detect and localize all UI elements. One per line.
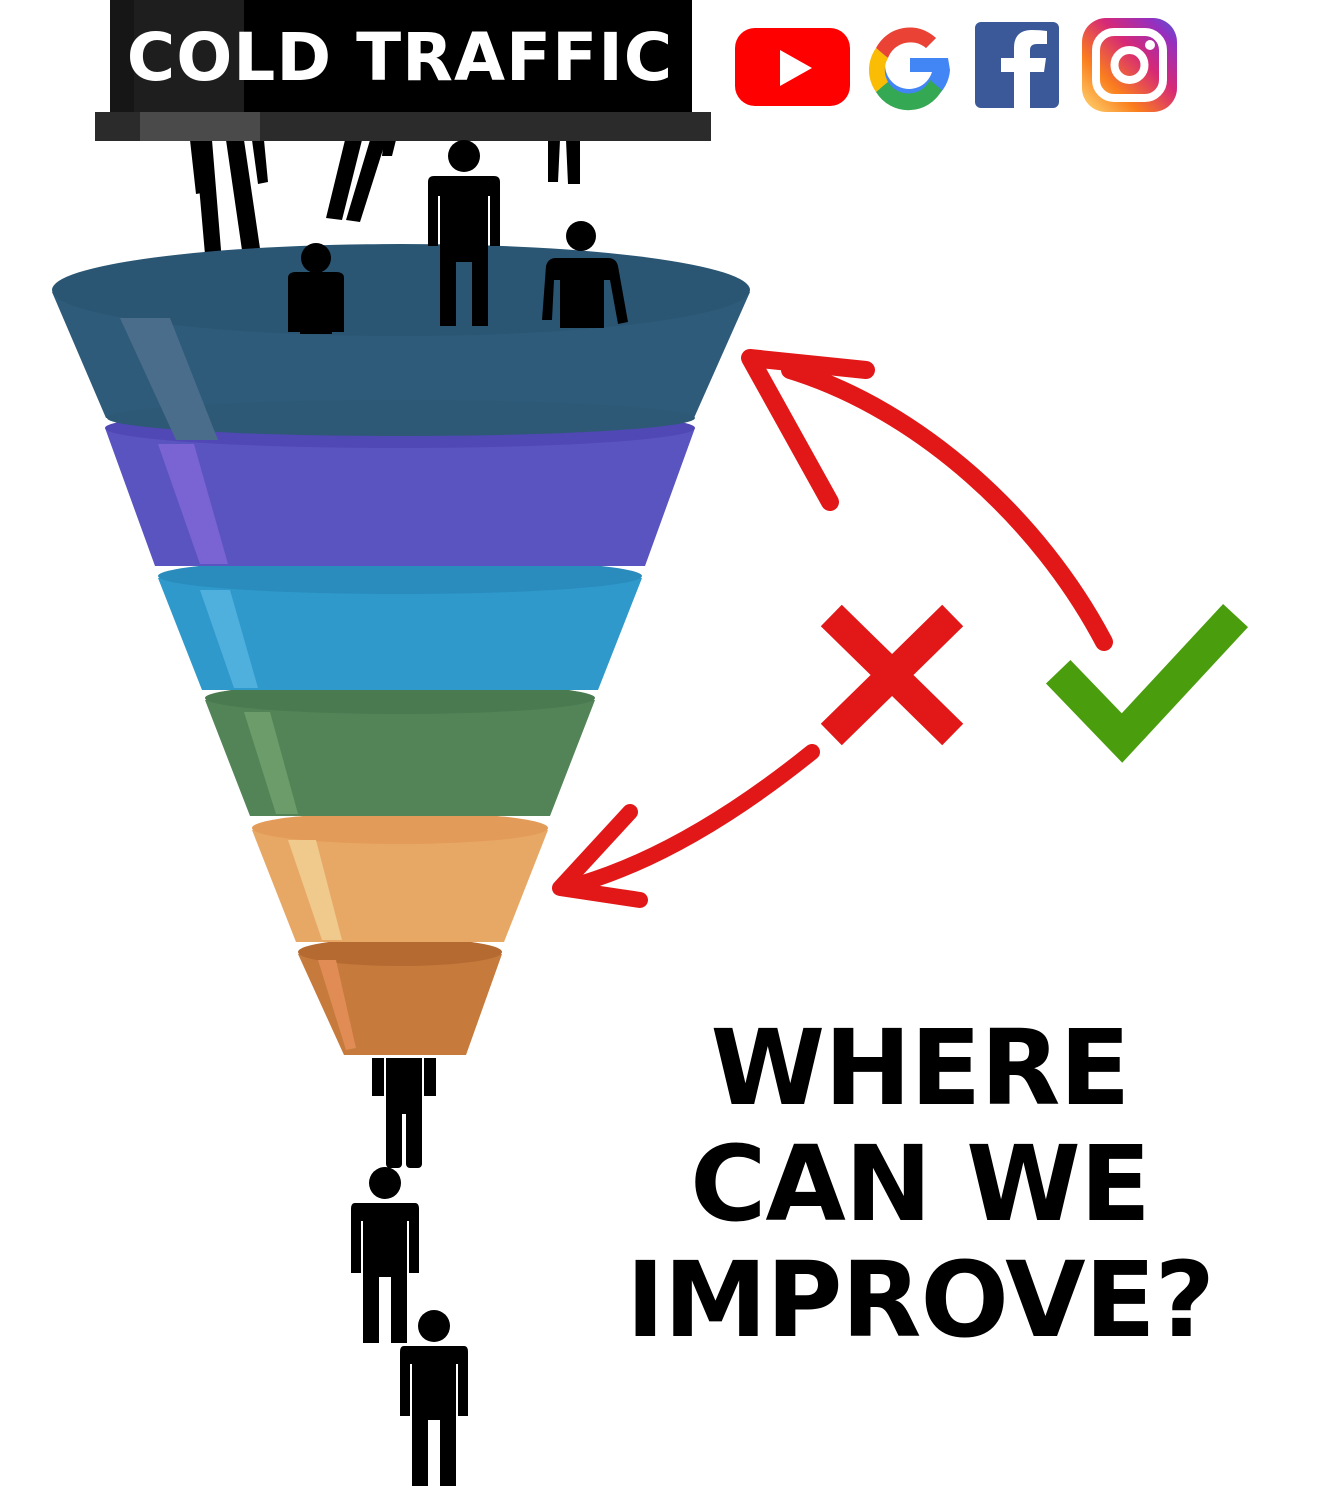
cold-traffic-banner: COLD TRAFFIC (95, 0, 711, 141)
google-icon (868, 27, 950, 111)
person-figure (428, 140, 500, 326)
person-figure (326, 140, 396, 222)
funnel-stage-4 (205, 682, 595, 816)
facebook-icon (975, 22, 1059, 108)
funnel-stage-3 (158, 558, 642, 690)
person-figure (548, 140, 580, 184)
falling-people (190, 140, 580, 266)
person-figure (351, 1167, 419, 1343)
headline-line-1: WHERE (710, 1007, 1131, 1129)
exiting-people (351, 1058, 468, 1486)
platform-icons (735, 18, 1177, 112)
instagram-icon (1082, 18, 1177, 112)
check-icon (1045, 603, 1249, 763)
funnel-stage-1 (52, 244, 750, 440)
people-in-funnel (288, 140, 628, 334)
person-figure (372, 1058, 436, 1168)
person-figure (190, 140, 268, 266)
headline-line-3: IMPROVE? (626, 1239, 1215, 1361)
headline-line-2: CAN WE (690, 1123, 1151, 1245)
headline: WHERE CAN WE IMPROVE? (560, 1010, 1280, 1358)
funnel-stage-5 (252, 812, 548, 942)
person-figure (542, 221, 628, 328)
youtube-icon (735, 28, 850, 106)
banner-label: COLD TRAFFIC (127, 19, 673, 96)
funnel-stage-6 (298, 938, 502, 1055)
arrow-to-top-stage (741, 349, 1113, 651)
person-figure (288, 243, 344, 334)
cross-icon (820, 604, 964, 746)
person-figure (400, 1310, 468, 1486)
funnel (52, 140, 750, 1055)
arrow-to-orange-stage (552, 744, 820, 908)
